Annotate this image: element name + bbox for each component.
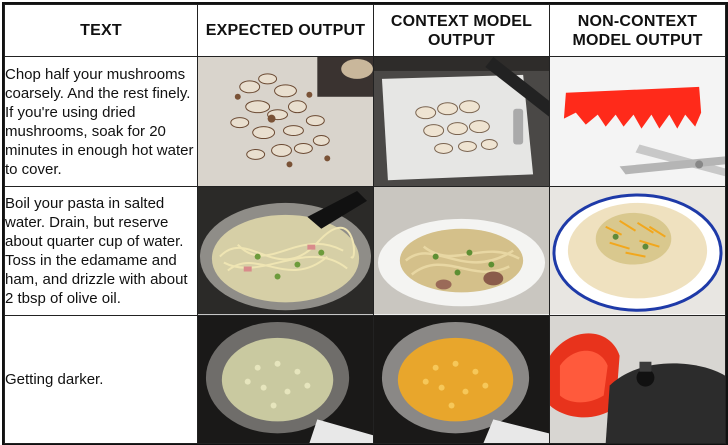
red-paper-and-scissors-photo bbox=[549, 55, 726, 188]
row-text: Getting darker. bbox=[4, 314, 198, 444]
header-expected-output: EXPECTED OUTPUT bbox=[197, 4, 374, 57]
table-row: Chop half your mushrooms coarsely. And t… bbox=[4, 55, 726, 188]
red-appliance-photo bbox=[549, 314, 726, 444]
pale-roux-in-pan-photo bbox=[197, 314, 374, 444]
table-row: Boil your pasta in salted water. Drain, … bbox=[4, 186, 726, 316]
chopped-mushrooms-photo bbox=[197, 55, 374, 188]
results-table: TEXT EXPECTED OUTPUT CONTEXT MODEL OUTPU… bbox=[4, 4, 726, 444]
header-text: TEXT bbox=[4, 4, 198, 57]
sliced-mushrooms-on-board-photo bbox=[373, 55, 550, 188]
header-row: TEXT EXPECTED OUTPUT CONTEXT MODEL OUTPU… bbox=[4, 4, 726, 57]
golden-roux-in-pan-photo bbox=[373, 314, 550, 444]
table-row: Getting darker. bbox=[4, 314, 726, 444]
header-context-model-output: CONTEXT MODEL OUTPUT bbox=[373, 4, 550, 57]
tortilla-with-cheese-photo bbox=[549, 186, 726, 316]
row-text: Boil your pasta in salted water. Drain, … bbox=[4, 186, 198, 316]
pasta-in-pot-photo bbox=[197, 186, 374, 316]
header-non-context-model-output: NON-CONTEXT MODEL OUTPUT bbox=[549, 4, 726, 57]
pasta-plate-photo bbox=[373, 186, 550, 316]
row-text: Chop half your mushrooms coarsely. And t… bbox=[4, 55, 198, 188]
